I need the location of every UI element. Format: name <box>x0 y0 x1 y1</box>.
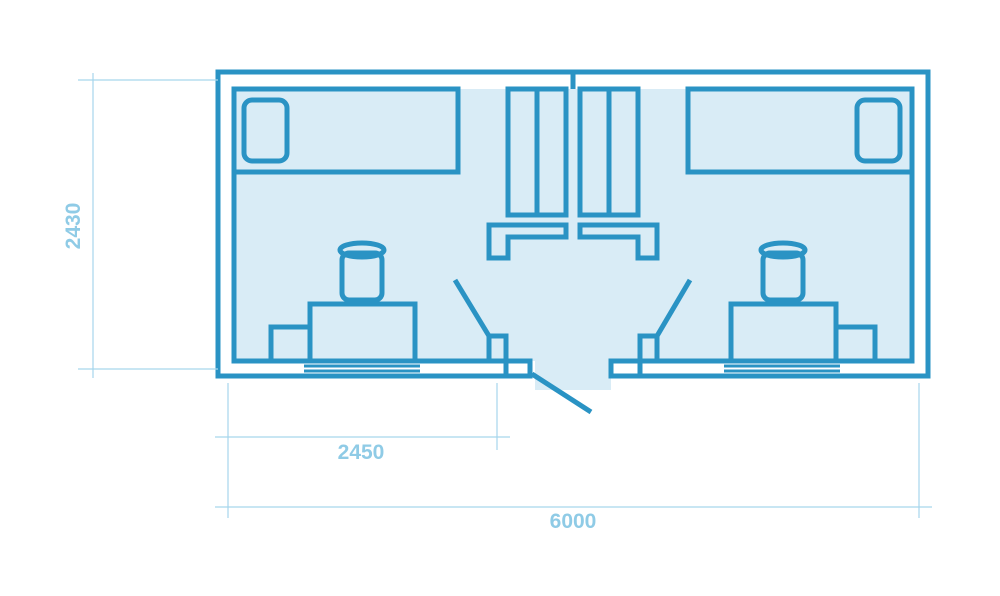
left-window <box>304 363 420 374</box>
left-door-jamb <box>486 333 509 364</box>
left-chair <box>339 250 385 303</box>
right-room-floor <box>688 89 912 361</box>
right-door-leaf <box>654 278 693 338</box>
left-room-floor <box>234 89 458 361</box>
right-chair <box>760 250 806 303</box>
left-pillow <box>241 97 290 164</box>
right-pillow <box>854 97 903 164</box>
right-closet <box>577 86 660 261</box>
right-door-jamb <box>637 333 660 364</box>
right-window <box>724 363 840 374</box>
doors <box>452 278 693 415</box>
dimension-lines <box>78 73 932 518</box>
dimension-total-width-label: 6000 <box>550 510 597 533</box>
entrance-door-leaf <box>530 371 593 415</box>
dimension-height-label: 2430 <box>62 203 85 250</box>
left-door-leaf <box>452 278 492 338</box>
left-closet <box>486 86 569 261</box>
dimension-room-width-label: 2450 <box>338 441 385 464</box>
left-chair-top <box>337 240 387 260</box>
right-chair-top <box>758 240 808 260</box>
floor-area <box>234 89 912 390</box>
